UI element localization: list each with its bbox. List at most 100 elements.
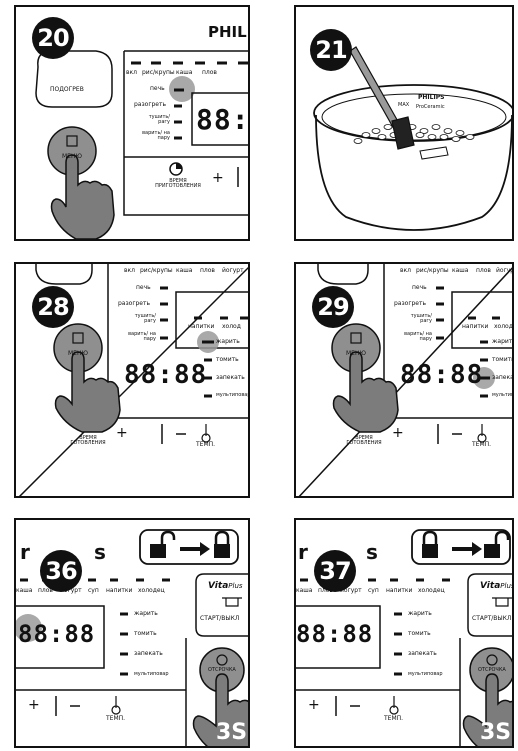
brand-logo: PHILI <box>208 25 250 40</box>
mode-label-yogurt: йогурт <box>60 588 82 594</box>
temp-label: ТЕМП. <box>106 716 125 722</box>
mode-label-stew: тушить/ рагу <box>136 115 170 125</box>
mode-label-yogurt: йогурт <box>340 588 362 594</box>
mode-label-steam: варить/ на пару <box>136 131 170 141</box>
mode-label-cold: холод <box>222 324 241 330</box>
mode-label-cold: холод <box>494 324 513 330</box>
mode-label-porridge: каша <box>176 70 192 76</box>
lcd-display: 88:88 <box>400 360 483 390</box>
step-number-badge: 20 <box>32 17 74 59</box>
lcd-display: 88: <box>196 103 250 136</box>
mode-label-pilaf: плов <box>200 268 215 274</box>
step-number-badge: 37 <box>314 550 356 592</box>
brand-logo-fragment: s <box>94 542 106 562</box>
cook-time-label: ВРЕМЯ ГОТОВЛЕНИЯ <box>66 436 110 446</box>
cook-time-label: ВРЕМЯ ГОТОВЛЕНИЯ <box>342 436 386 446</box>
delay-button-label[interactable]: ОТСРОЧКА <box>208 668 236 673</box>
mode-label-fry: жарить <box>216 339 240 345</box>
panel-step-20: 20 PHILI ПОДОГРЕВ вкл рис/крупы каша пло… <box>14 5 250 241</box>
delay-button-label[interactable]: ОТСРОЧКА <box>478 668 506 673</box>
mode-label-simmer: томить <box>492 357 514 363</box>
mode-label-bake: печь <box>136 285 151 291</box>
temp-label: ТЕМП. <box>196 442 215 448</box>
mode-label-roast: запекать <box>492 375 514 381</box>
mode-label-rice: рис/крупы <box>416 268 449 274</box>
step-number-badge: 28 <box>32 286 74 328</box>
brand-logo-fragment-left: r <box>298 542 308 562</box>
mode-label-simmer: томить <box>408 631 431 637</box>
mode-label-fry: жарить <box>134 611 158 617</box>
mode-label-fry: жарить <box>408 611 432 617</box>
mode-label-reheat: разогреть <box>394 301 426 307</box>
mode-label-steam: варить/ на пару <box>398 332 432 342</box>
mode-label-roast: запекать <box>134 651 163 657</box>
lcd-display: 88:88 <box>18 620 95 648</box>
mode-label-fry: жарить <box>492 339 514 345</box>
mode-label-yogurt: йогурт <box>496 268 514 274</box>
vitaplus-text: Vita <box>208 581 228 591</box>
vitaplus-text: Vita <box>480 581 500 591</box>
temp-label: ТЕМП. <box>472 442 491 448</box>
mode-label-drinks: напитки <box>462 324 488 330</box>
mode-label-rice: рис/крупы <box>140 268 173 274</box>
vitaplus-logo: VitaPlus <box>208 582 243 591</box>
panel-step-36: 36 r s каша плов йогурт суп напитки холо… <box>14 518 250 748</box>
mode-label-soup: суп <box>88 588 99 594</box>
mode-label-pilaf: плов <box>476 268 491 274</box>
reheat-button-label[interactable]: ПОДОГРЕВ <box>50 87 84 93</box>
pot-max-mark: MAX <box>398 103 409 108</box>
mode-label-on: вкл <box>124 268 135 274</box>
step-number-badge: 29 <box>312 286 354 328</box>
lcd-display: 88:88 <box>296 620 373 648</box>
cook-time-label: ВРЕМЯ ПРИГОТОВЛЕНИЯ <box>148 179 208 189</box>
mode-label-stew: тушить/ рагу <box>398 314 432 324</box>
menu-button-label[interactable]: МЕНЮ <box>346 351 366 357</box>
mode-label-pilaf: плов <box>38 588 53 594</box>
plus-button[interactable]: + <box>212 171 224 185</box>
panel-step-28: 28 вкл рис/крупы каша плов йогурт печь р… <box>14 262 250 498</box>
step-number-badge: 36 <box>40 550 82 592</box>
mode-label-drinks: напитки <box>386 588 412 594</box>
plus-button[interactable]: + <box>308 698 320 712</box>
hold-duration-label: 3S <box>480 722 511 744</box>
mode-label-pilaf: плов <box>202 70 217 76</box>
vitaplus-logo: VitaPlus <box>480 582 514 591</box>
mode-label-reheat: разогреть <box>134 102 166 108</box>
plus-button[interactable]: + <box>28 698 40 712</box>
panel-step-29: 29 вкл рис/крупы каша плов йогурт печь р… <box>294 262 514 498</box>
mode-label-multicook: мультиповар <box>408 672 443 677</box>
start-button-label[interactable]: СТАРТ/ВЫКЛ <box>200 616 239 622</box>
mode-label-cold: холодец <box>138 588 165 594</box>
mode-label-porridge: каша <box>296 588 312 594</box>
pot-coating-label: ProCeramic <box>416 105 445 110</box>
menu-button-label[interactable]: МЕНЮ <box>68 351 88 357</box>
mode-label-simmer: томить <box>134 631 157 637</box>
start-button-label[interactable]: СТАРТ/ВЫКЛ <box>472 616 511 622</box>
mode-label-multicook: мультиповар <box>216 393 250 398</box>
mode-label-bake: печь <box>412 285 427 291</box>
mode-label-porridge: каша <box>176 268 192 274</box>
step-number-badge: 21 <box>310 29 352 71</box>
mode-label-porridge: каша <box>16 588 32 594</box>
mode-label-steam: варить/ на пару <box>122 332 156 342</box>
brand-logo-fragment: s <box>366 542 378 562</box>
mode-label-soup: суп <box>368 588 379 594</box>
mode-label-porridge: каша <box>452 268 468 274</box>
mode-label-pilaf: плов <box>318 588 333 594</box>
menu-button-label[interactable]: МЕНЮ <box>62 154 82 160</box>
plus-button[interactable]: + <box>392 426 404 440</box>
mode-label-cold: холодец <box>418 588 445 594</box>
mode-label-roast: запекать <box>408 651 437 657</box>
mode-label-rice: рис/крупы <box>142 70 175 76</box>
mode-label-bake: печь <box>150 86 165 92</box>
mode-label-drinks: напитки <box>106 588 132 594</box>
vitaplus-suffix: Plus <box>500 582 514 590</box>
mode-label-roast: запекать <box>216 375 245 381</box>
mode-label-simmer: томить <box>216 357 239 363</box>
mode-label-on: вкл <box>126 70 137 76</box>
plus-button[interactable]: + <box>116 426 128 440</box>
mode-label-stew: тушить/ рагу <box>122 314 156 324</box>
mode-label-yogurt: йогурт <box>222 268 244 274</box>
hold-duration-label: 3S <box>216 722 247 744</box>
temp-label: ТЕМП. <box>384 716 403 722</box>
